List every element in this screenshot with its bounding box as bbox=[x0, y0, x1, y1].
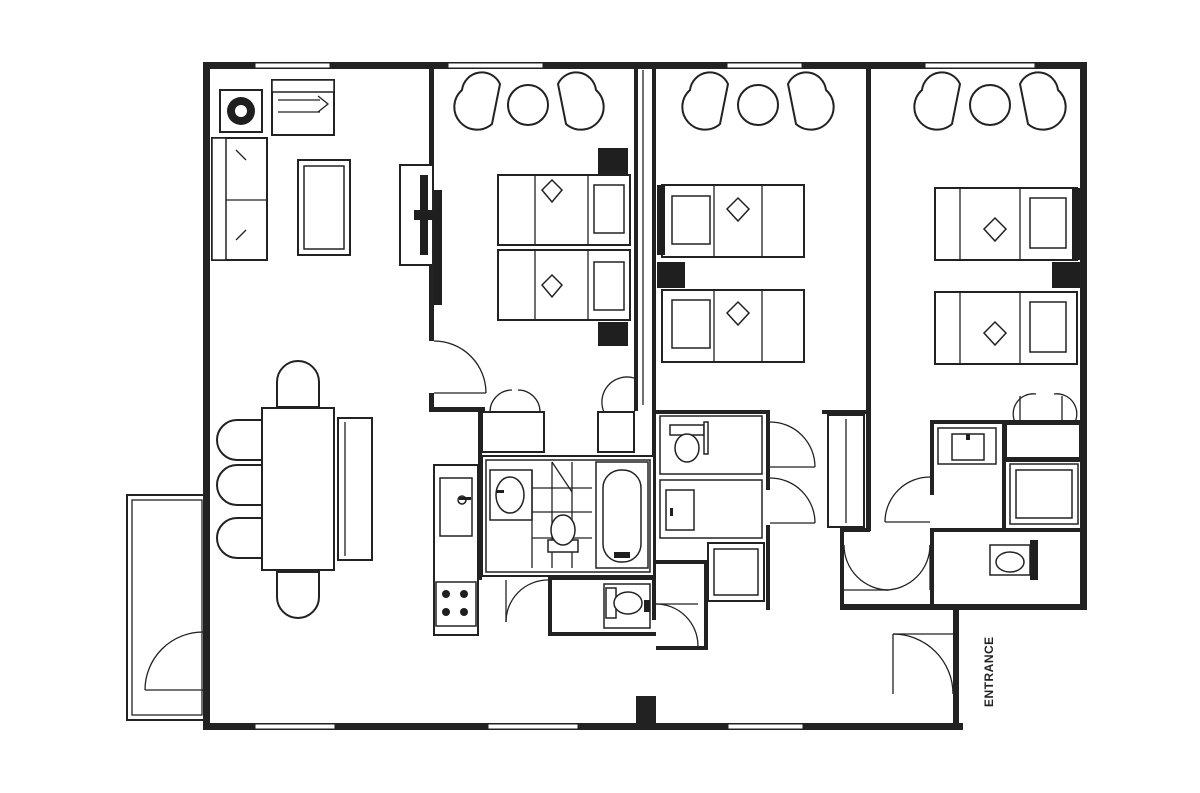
tv-console bbox=[399, 164, 434, 266]
entrance-label: ENTRANCE bbox=[982, 636, 996, 707]
bathrooms bbox=[481, 415, 1079, 647]
dining-set bbox=[216, 360, 373, 619]
interior-walls bbox=[429, 66, 1085, 650]
outer-walls bbox=[203, 62, 1087, 730]
bedroom-2 bbox=[657, 71, 865, 528]
bedroom-3 bbox=[884, 71, 1081, 523]
armchair bbox=[271, 79, 335, 136]
kitchen bbox=[433, 464, 479, 636]
bedroom-tv bbox=[434, 190, 442, 305]
living-area bbox=[211, 79, 479, 636]
balcony bbox=[126, 494, 205, 721]
windows bbox=[254, 62, 1036, 730]
entrance-door bbox=[892, 633, 954, 695]
sofa bbox=[211, 137, 268, 261]
bedroom-1 bbox=[433, 71, 635, 453]
